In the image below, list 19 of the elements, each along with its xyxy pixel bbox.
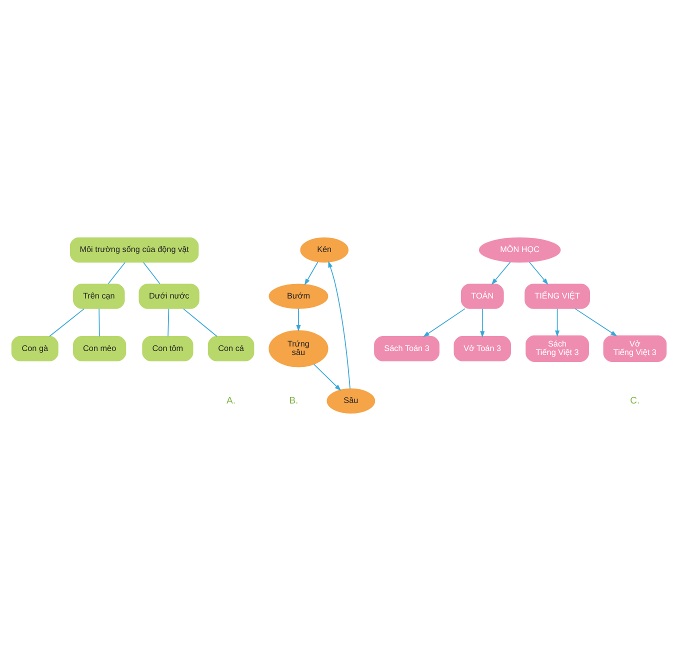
arrow xyxy=(491,261,511,284)
arrow xyxy=(574,308,618,336)
arrow xyxy=(480,308,485,338)
arrow xyxy=(304,261,318,285)
arrow xyxy=(313,363,342,390)
arrow xyxy=(422,308,466,337)
label: B. xyxy=(289,395,298,406)
label: A. xyxy=(226,395,236,406)
arrow xyxy=(296,308,301,332)
connector xyxy=(108,262,126,284)
connector xyxy=(168,308,170,336)
connector xyxy=(143,262,160,284)
connector xyxy=(48,308,84,336)
arrow xyxy=(528,261,548,284)
arrow xyxy=(555,308,560,337)
connector xyxy=(183,308,218,336)
label: C. xyxy=(630,395,640,406)
arrow xyxy=(328,260,350,389)
connector xyxy=(98,308,100,336)
